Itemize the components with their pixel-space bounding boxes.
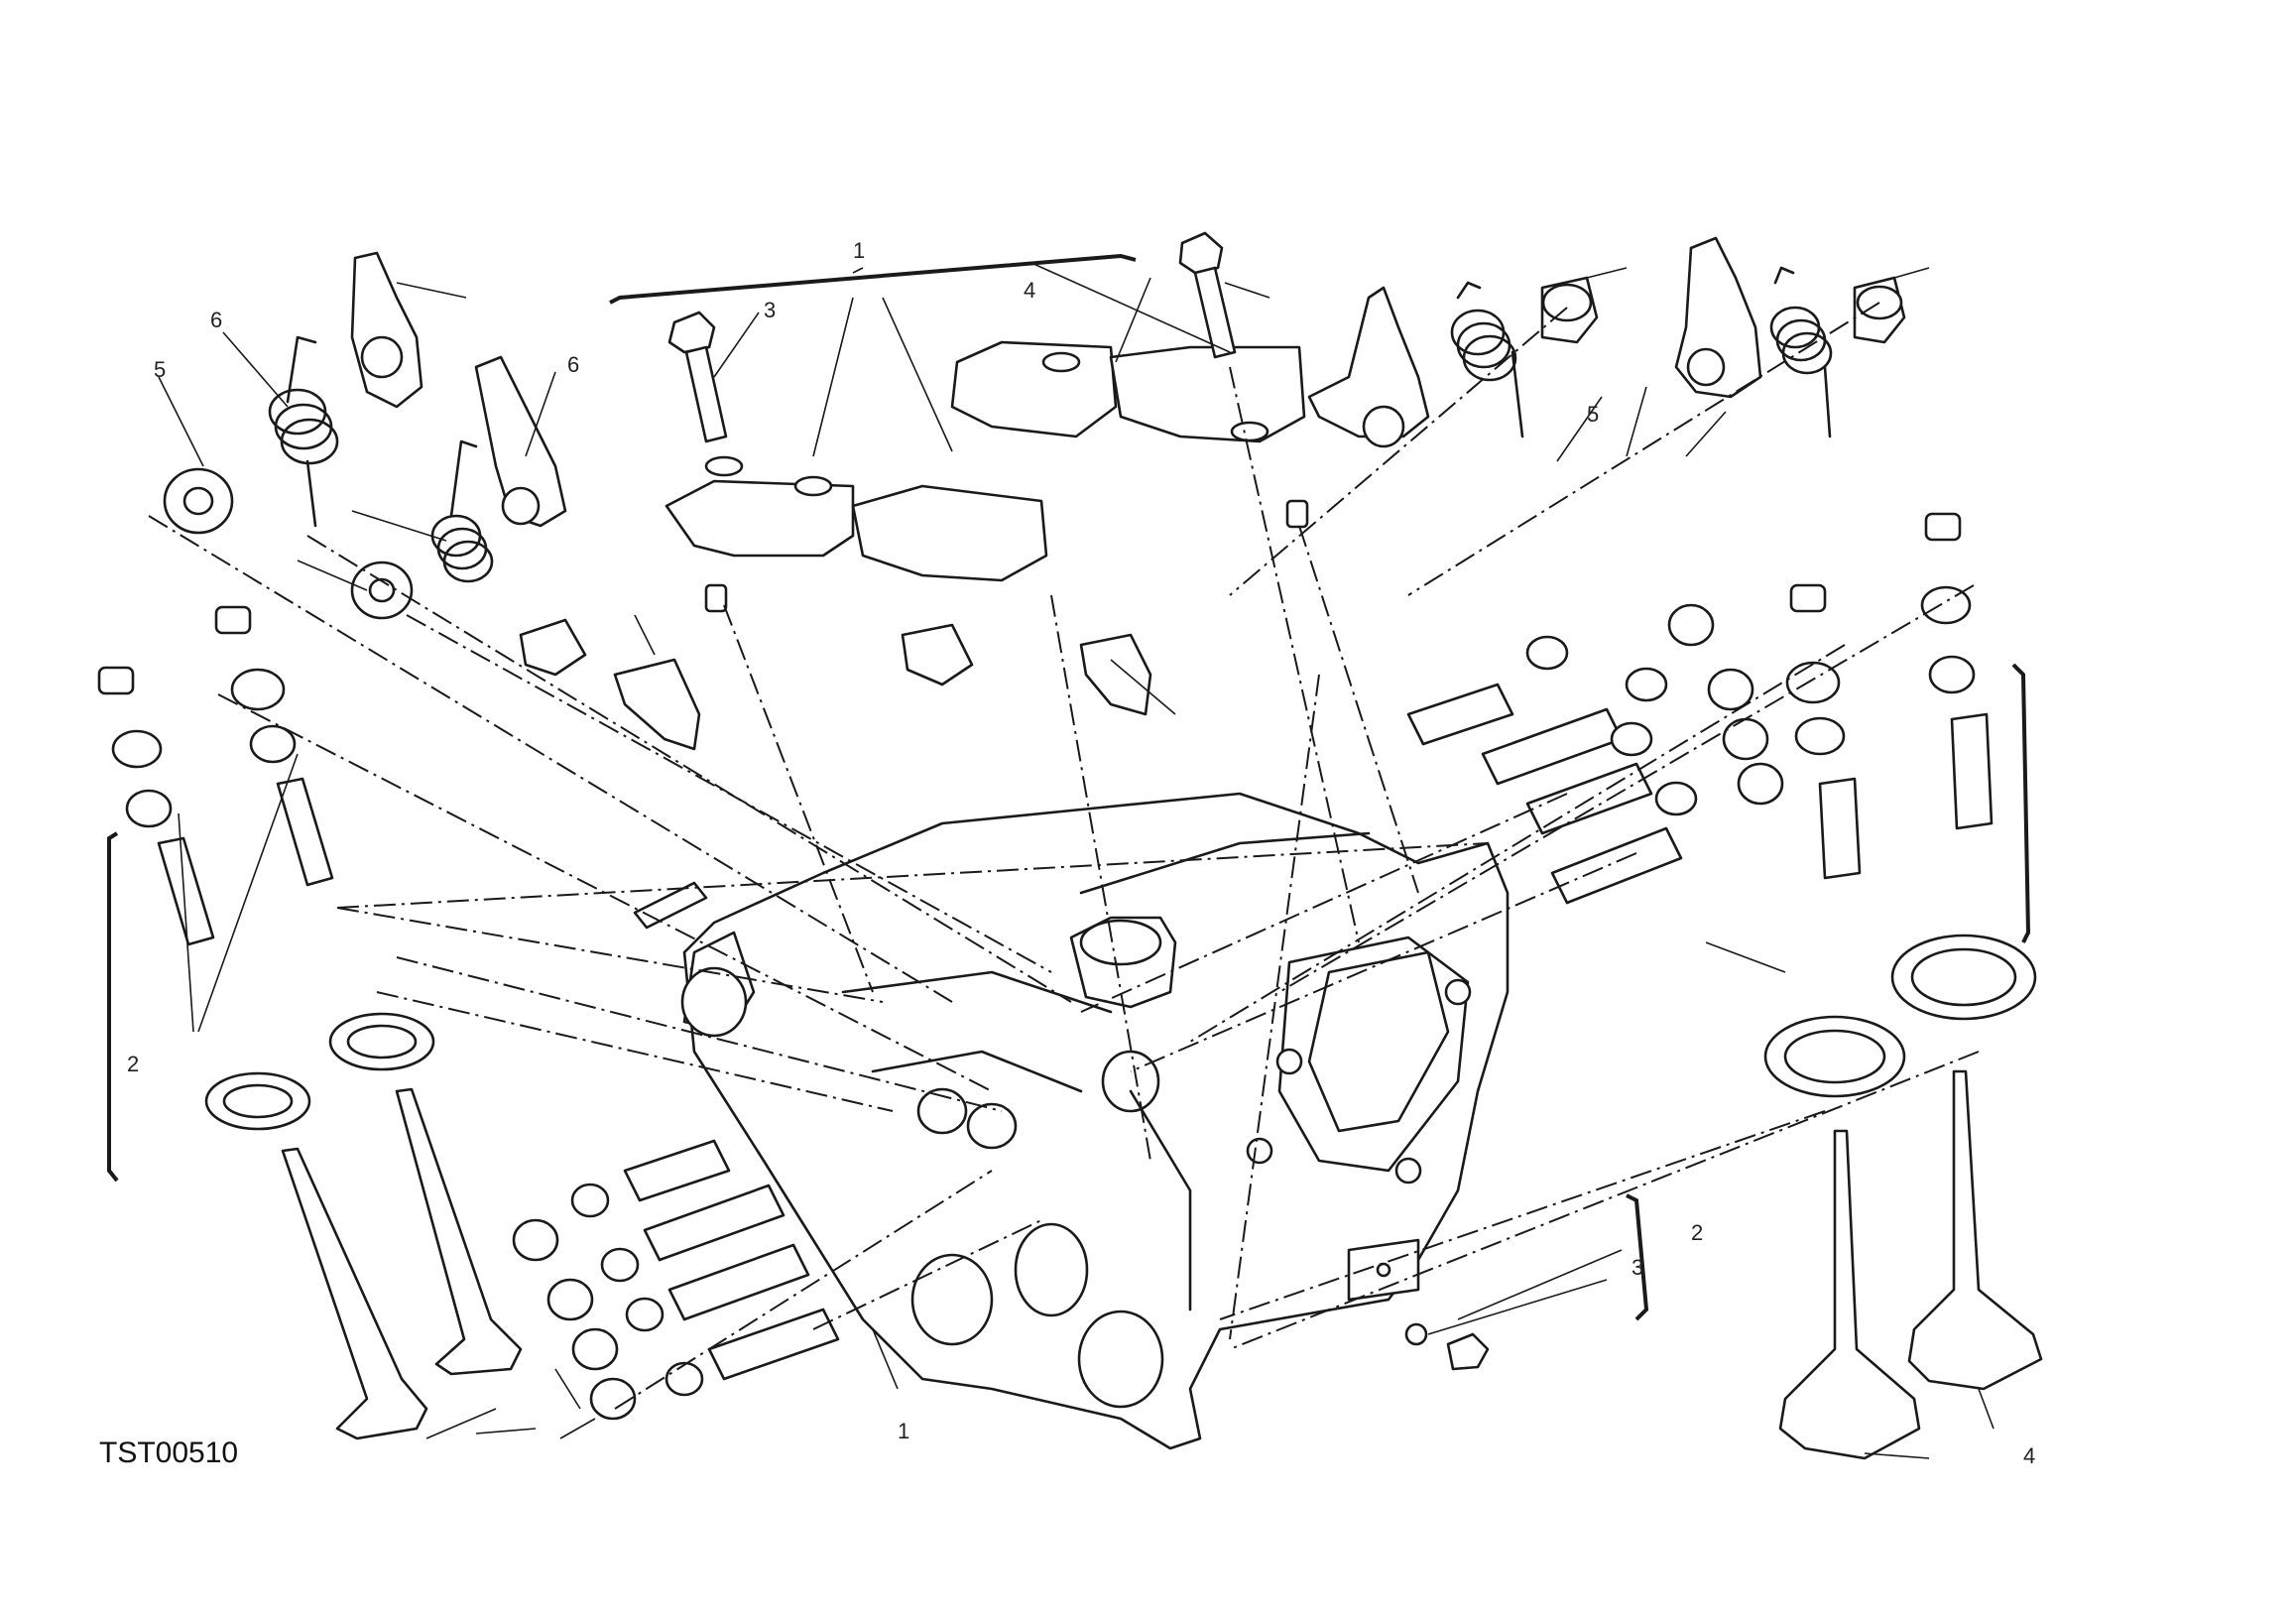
assembly-lines [148,302,1980,1410]
callout-number: 2 [1691,1220,1704,1245]
callout-number: 4 [1024,278,1036,303]
rocker-springs-right [1450,266,1833,438]
callout-number: 5 [1587,402,1600,427]
cap-bolts [633,231,1309,930]
callout-number: 3 [1631,1255,1644,1280]
cylinder-head [680,792,1510,1450]
callout-number: 4 [2023,1443,2036,1468]
leader-lines [107,253,2031,1459]
rocker-shafts-left [512,1139,840,1421]
valve-retainers-left [97,605,334,946]
rocker-shafts-right [1406,603,1784,905]
valves-right [1763,934,2043,1460]
callout-number: 2 [127,1052,140,1076]
drain-plug [1404,1322,1490,1371]
callout-number: 5 [154,357,167,382]
valves-left [204,1012,523,1440]
figure-code: TST00510 [99,1436,239,1469]
callout-number: 1 [898,1419,910,1443]
callout-number: 3 [764,298,777,322]
valve-retainers-right [1785,512,1994,880]
rocker-arms-right [901,236,1906,716]
callout-number: 1 [853,238,866,263]
rocker-springs-left [268,335,494,583]
callout-number: 6 [567,352,580,377]
camshaft-caps [665,340,1306,582]
callout-number: 6 [210,308,223,332]
rocker-arms-left [163,251,701,751]
